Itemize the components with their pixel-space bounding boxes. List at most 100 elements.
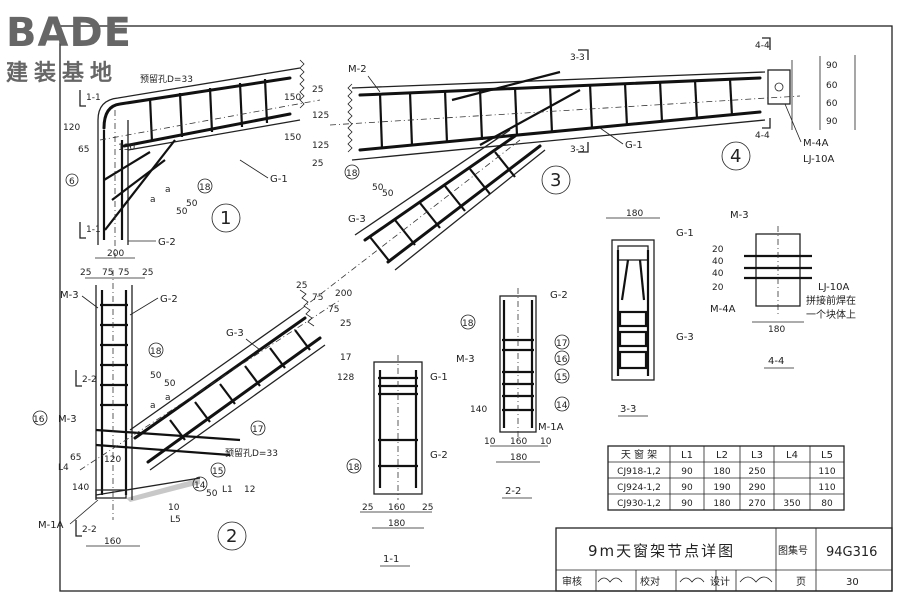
weld-note-2: 一个块体上 [806, 309, 856, 321]
node-number-2: 2 [226, 526, 237, 547]
node-number-3: 3 [550, 170, 561, 191]
svg-text:17: 17 [556, 339, 567, 349]
dim-65-n2: 65 [70, 453, 81, 463]
dim-90b: 90 [826, 117, 838, 127]
svg-text:25: 25 [340, 319, 351, 329]
label-g2-s11: G-2 [430, 450, 448, 461]
page-number: 30 [846, 577, 859, 588]
node-circle-2 [217, 521, 247, 551]
table-header-cell: L1 [681, 450, 693, 461]
label-m3-n2-mid: M-3 [58, 414, 77, 425]
label-g2-n2: G-2 [160, 294, 178, 305]
svg-text:180: 180 [768, 325, 785, 335]
dim-120: 120 [63, 123, 80, 133]
section-3-3: 180 G-1 G-3 3-3 [606, 209, 694, 417]
dim-150b: 150 [284, 133, 301, 143]
section-mark-2-top: 2-2 [82, 375, 97, 385]
svg-text:18: 18 [346, 169, 358, 179]
dim-50-n3a: 50 [372, 183, 384, 193]
table-cell: 190 [713, 483, 730, 493]
dim-l1: L1 [222, 485, 233, 495]
callout-18-node1 [197, 178, 213, 194]
label-g2-node1: G-2 [158, 237, 176, 248]
angle-a-2: a [165, 185, 171, 195]
table-cell: 90 [681, 499, 693, 509]
logo-text: BADE [6, 10, 132, 56]
logo-chinese: 建装基地 [6, 61, 118, 86]
callout-15-s22 [554, 368, 570, 384]
dim-50a: 50 [176, 207, 188, 217]
svg-text:15: 15 [556, 373, 567, 383]
svg-text:18: 18 [150, 347, 162, 357]
table-cell: 110 [818, 483, 835, 493]
hole-label-2: 预留孔D=33 [225, 447, 278, 459]
callout-14-n2 [192, 476, 208, 492]
hole-label-1: 预留孔D=33 [140, 73, 193, 85]
label-m4a-s44: M-4A [710, 304, 736, 315]
svg-text:75: 75 [312, 293, 323, 303]
title-section-3-3: 3-3 [620, 404, 636, 415]
table-cell: 350 [783, 499, 800, 509]
table-cell: CJ918-1,2 [617, 467, 661, 477]
dim-150: 150 [284, 93, 301, 103]
dim-25-bot: 25 [312, 159, 323, 169]
dim-160-n2: 160 [104, 537, 121, 547]
node-circle-1 [211, 203, 241, 233]
table-cell: 90 [681, 467, 693, 477]
section-mark-4-top: 4-4 [755, 41, 770, 51]
signature-review [597, 577, 623, 583]
dim-140-n2: 140 [72, 483, 89, 493]
dim-25-n2a: 25 [80, 268, 91, 278]
dim-10-n2: 10 [168, 503, 180, 513]
diagonal-dims: 25 75 75 25 200 [296, 281, 352, 329]
table-cell: 80 [821, 499, 833, 509]
svg-text:18: 18 [199, 183, 211, 193]
dim-60a: 60 [826, 81, 838, 91]
svg-text:75: 75 [328, 305, 339, 315]
table-cell: CJ930-1,2 [617, 499, 661, 509]
dim-65: 65 [78, 145, 89, 155]
dim-75-n2b: 75 [118, 268, 129, 278]
label-g1-node1: G-1 [270, 174, 288, 185]
dim-130: 130 [118, 143, 135, 153]
label-m3-s44: M-3 [730, 210, 749, 221]
svg-text:6: 6 [69, 177, 75, 187]
section-mark-1-top: 1-1 [86, 93, 101, 103]
section-4-4: M-3 M-4A LJ-10A 拼接前焊在 一个块体上 20 40 40 20 … [710, 210, 856, 369]
dim-200: 200 [107, 249, 124, 259]
weld-note-1: 拼接前焊在 [806, 294, 856, 307]
dim-12-n2: 12 [244, 485, 255, 495]
callout-16-n2 [32, 410, 48, 426]
svg-text:180: 180 [510, 453, 527, 463]
dim-l4: L4 [58, 463, 69, 473]
node-circle-3 [541, 165, 571, 195]
label-m1a-s22: M-1A [538, 422, 564, 433]
label-m3-s22: M-3 [456, 354, 475, 365]
label-g1-s33: G-1 [676, 228, 694, 239]
svg-text:25: 25 [296, 281, 307, 291]
table-cell: 180 [713, 499, 730, 509]
table-cell: 270 [748, 499, 765, 509]
label-g3-node3: G-3 [348, 214, 366, 225]
table-header-cell: L4 [786, 450, 798, 461]
svg-text:14: 14 [194, 481, 206, 491]
dim-60b: 60 [826, 99, 838, 109]
drawing-title: 9m天窗架节点详图 [588, 542, 735, 560]
dim-17: 17 [340, 353, 351, 363]
svg-text:160: 160 [388, 503, 405, 513]
table-header-cell: L5 [821, 450, 833, 461]
svg-text:10: 10 [484, 437, 496, 447]
table-header-cell: L2 [716, 450, 728, 461]
atlas-number: 94G316 [826, 545, 877, 560]
svg-text:15: 15 [212, 467, 223, 477]
dim-50-n2: 50 [206, 489, 218, 499]
svg-text:16: 16 [556, 355, 568, 365]
table-header-cell: L3 [751, 450, 763, 461]
callout-16-s22 [554, 350, 570, 366]
label-m3-n2-top: M-3 [60, 290, 79, 301]
section-2-2: G-2 M-3 M-1A 18 17 16 15 14 140 10 160 1… [456, 288, 570, 499]
label-m2: M-2 [348, 64, 367, 75]
table-cell: 250 [748, 467, 765, 477]
callout-18-s11 [346, 458, 362, 474]
